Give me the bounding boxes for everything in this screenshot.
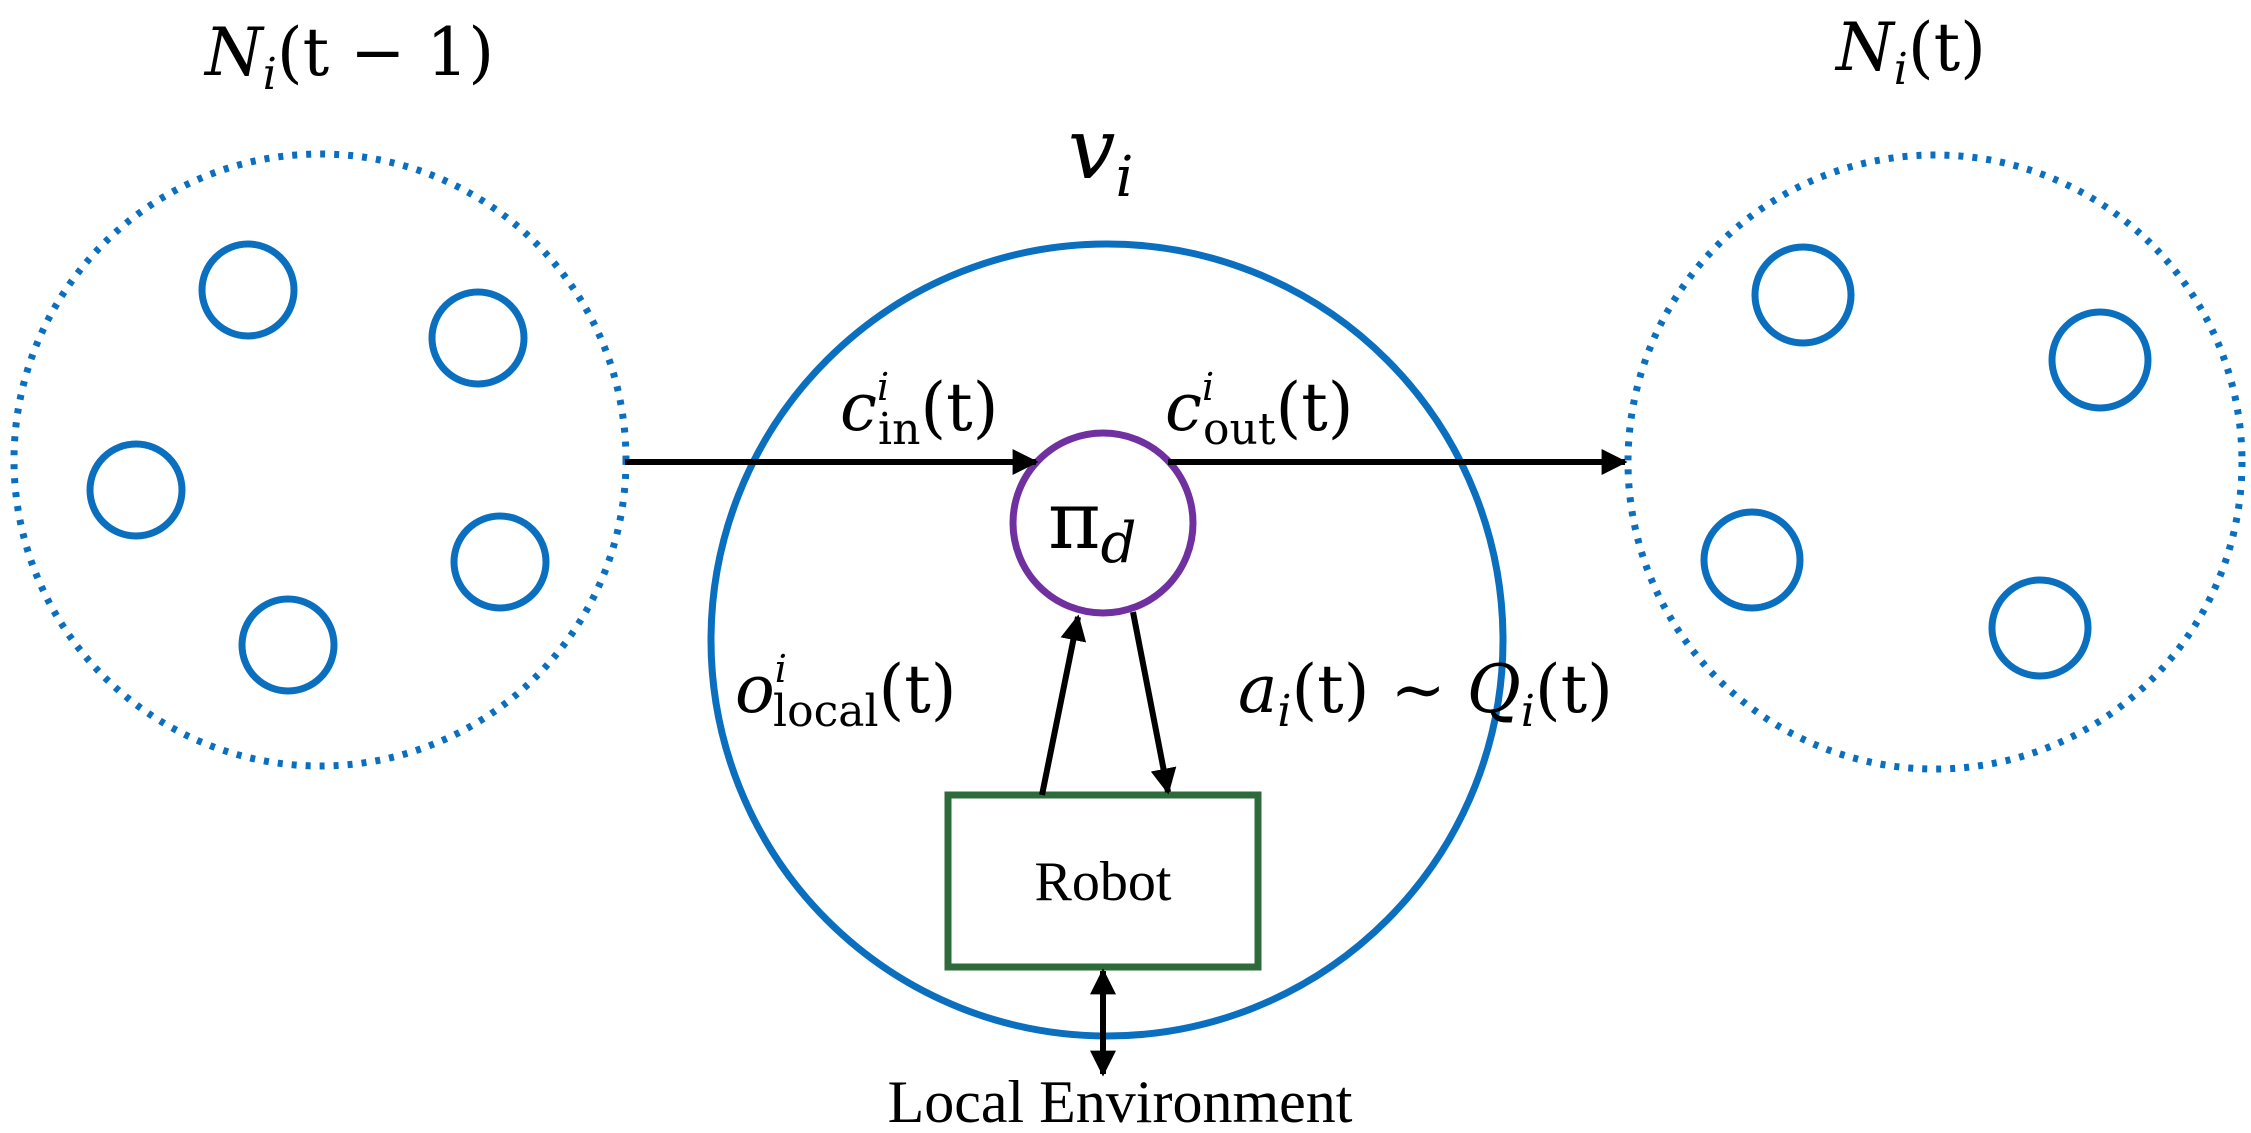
environment-label: Local Environment [888,1069,1353,1133]
prev-neighbor-node [198,240,298,340]
prev-neighbor-node [238,595,338,695]
prev-neighborhood-group [10,150,630,770]
action-distribution-label: ai(t) ∼ Qi(t) [1238,651,1613,737]
node-vi-label: vi [1068,100,1133,210]
prev-neighborhood-label: Ni(t − 1) [203,14,494,100]
curr-neighbor-node [1700,508,1804,612]
curr-neighborhood-group [1624,151,2246,773]
curr-neighbor-node [1751,243,1855,347]
curr-neighbor-node [1988,576,2092,680]
curr-neighborhood-label: Ni(t) [1834,9,1986,95]
curr-neighbor-node [2048,308,2152,412]
curr-neighborhood-boundary [1624,151,2246,773]
prev-neighbor-node [450,512,550,612]
robot-box [944,791,1262,971]
robot-label: Robot [1035,851,1172,913]
policy-label: πd [1048,474,1136,576]
node-vi-boundary [707,240,1507,1040]
prev-neighbor-node [86,440,186,540]
action-arrow [1130,611,1177,795]
prev-neighbor-node [428,288,528,388]
policy-node [1009,429,1197,617]
observation-arrow [1039,614,1087,796]
